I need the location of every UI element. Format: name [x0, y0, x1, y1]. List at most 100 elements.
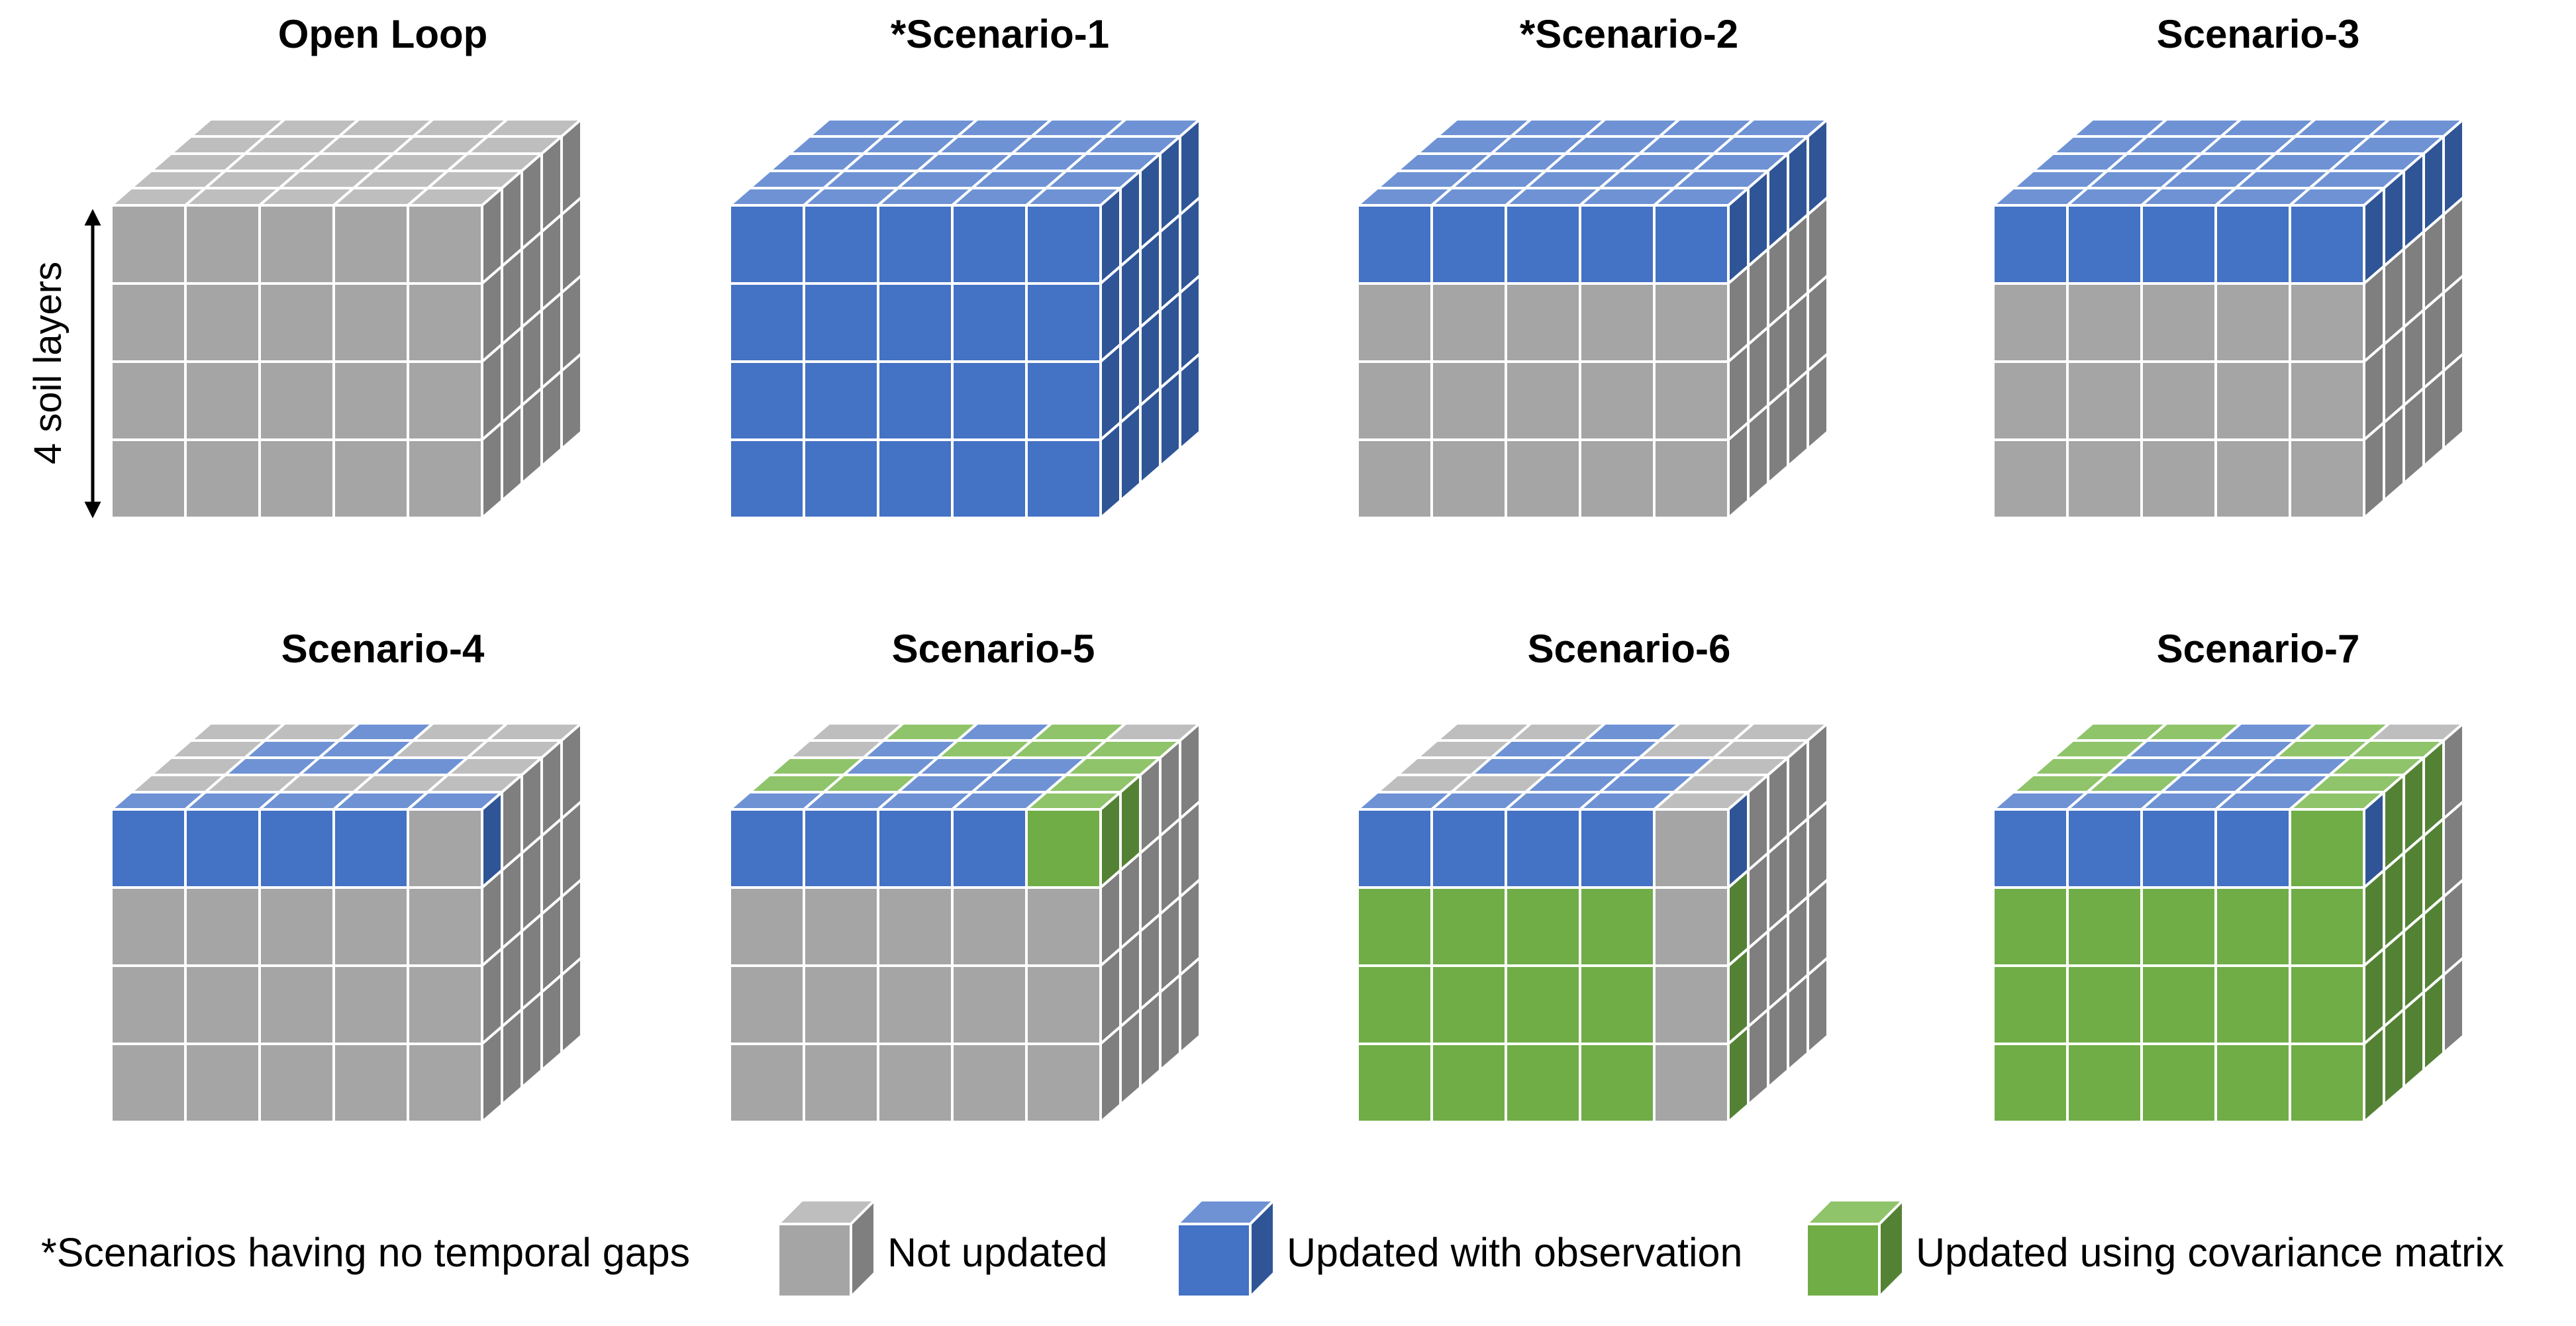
side-cell: [1787, 370, 1809, 468]
front-cell: [1992, 1043, 2069, 1123]
side-cell: [481, 1025, 503, 1123]
cube-scenario-6: [1356, 722, 1829, 1123]
front-cell: [1430, 964, 1507, 1045]
front-cell: [110, 282, 187, 363]
side-cell: [1787, 974, 1809, 1072]
front-cell: [1579, 964, 1656, 1045]
front-cell: [110, 886, 187, 967]
front-cell: [2214, 1043, 2291, 1123]
front-cell: [184, 1043, 261, 1123]
front-cell: [258, 438, 335, 519]
side-cell: [1159, 370, 1181, 468]
front-cell: [803, 886, 879, 967]
side-cell: [1099, 1025, 1122, 1123]
front-cell: [728, 1043, 805, 1123]
front-cell: [1653, 964, 1730, 1045]
cube-scenario-7: [1992, 722, 2465, 1123]
front-cell: [877, 204, 954, 285]
side-cell: [501, 1008, 523, 1106]
side-cell: [1767, 991, 1789, 1089]
legend-label-not-updated: Not updated: [887, 1230, 1107, 1275]
side-cell: [1747, 404, 1769, 502]
front-cell: [728, 360, 805, 441]
front-cell: [407, 886, 483, 967]
front-cell: [951, 438, 1028, 519]
front-cell: [2289, 438, 2365, 519]
front-cell: [1025, 204, 1102, 285]
front-cell: [2140, 964, 2217, 1045]
front-cell: [1430, 204, 1507, 285]
front-cell: [951, 204, 1028, 285]
front-cell: [1505, 360, 1581, 441]
front-cell: [184, 360, 261, 441]
front-cell: [1025, 964, 1102, 1045]
legend-swatch-blue: [1176, 1199, 1275, 1298]
cube-title-scenario-6: Scenario-6: [1528, 627, 1731, 671]
front-cell: [2140, 204, 2217, 285]
front-cell: [728, 204, 805, 285]
front-cell: [2066, 1043, 2143, 1123]
front-cell: [332, 282, 409, 363]
front-cell: [803, 204, 879, 285]
cube-scenario-3: [1992, 118, 2465, 519]
front-cell: [332, 964, 409, 1045]
side-cell: [1807, 352, 1829, 450]
cube-open-loop: [110, 118, 583, 519]
front-cell: [1430, 282, 1507, 363]
front-cell: [803, 964, 879, 1045]
side-cell: [1179, 352, 1201, 450]
front-cell: [332, 438, 409, 519]
side-cell: [1179, 956, 1201, 1054]
side-cell: [1119, 1008, 1142, 1106]
side-cell: [2363, 1025, 2385, 1123]
front-cell: [2214, 886, 2291, 967]
front-cell: [803, 282, 879, 363]
front-cell: [2289, 204, 2365, 285]
front-cell: [2140, 282, 2217, 363]
front-cell: [2289, 808, 2365, 889]
front-cell: [1992, 886, 2069, 967]
side-cell: [1119, 404, 1142, 502]
front-cell: [332, 204, 409, 285]
front-cell: [332, 360, 409, 441]
front-cell: [1356, 808, 1433, 889]
front-cell: [184, 808, 261, 889]
front-cell: [1356, 282, 1433, 363]
legend-label-updated-using-covariance: Updated using covariance matrix: [1916, 1230, 2504, 1275]
legend-swatch-front: [1176, 1223, 1252, 1298]
front-cell: [1025, 282, 1102, 363]
front-cell: [1992, 808, 2069, 889]
front-cell: [1356, 360, 1433, 441]
front-cell: [1579, 1043, 1656, 1123]
front-cell: [407, 1043, 483, 1123]
front-cell: [1505, 204, 1581, 285]
front-cell: [951, 886, 1028, 967]
front-cell: [1356, 886, 1433, 967]
front-cell: [2289, 282, 2365, 363]
front-cell: [184, 886, 261, 967]
cube-title-scenario-3: Scenario-3: [2157, 12, 2360, 56]
front-cell: [803, 808, 879, 889]
front-cell: [877, 1043, 954, 1123]
front-cell: [2066, 438, 2143, 519]
cube-title-scenario-2: *Scenario-2: [1520, 12, 1738, 56]
front-cell: [2066, 360, 2143, 441]
front-cell: [1992, 360, 2069, 441]
side-cell: [2442, 956, 2465, 1054]
front-cell: [1992, 282, 2069, 363]
front-cell: [332, 808, 409, 889]
front-cell: [258, 360, 335, 441]
front-cell: [803, 360, 879, 441]
front-cell: [877, 808, 954, 889]
front-cell: [184, 282, 261, 363]
cube-title-scenario-1: *Scenario-1: [891, 12, 1109, 56]
front-cell: [110, 438, 187, 519]
front-cell: [728, 964, 805, 1045]
side-cell: [2383, 404, 2405, 502]
front-cell: [1025, 360, 1102, 441]
front-cell: [1992, 438, 2069, 519]
front-cell: [110, 1043, 187, 1123]
cube-title-scenario-7: Scenario-7: [2157, 627, 2360, 671]
cube-title-open-loop: Open Loop: [278, 12, 488, 56]
